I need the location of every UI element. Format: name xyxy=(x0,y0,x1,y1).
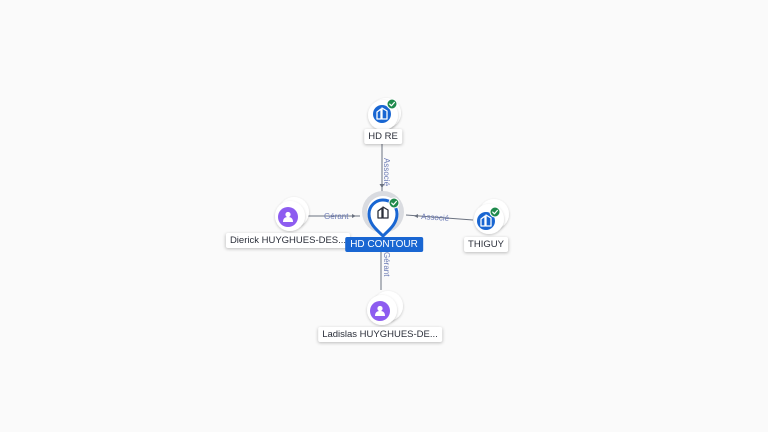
edge-label-thiguy: Associé xyxy=(421,212,450,223)
node-label-hd-re[interactable]: HD RE xyxy=(364,129,402,144)
edge-dierick[interactable]: Gérant xyxy=(306,212,360,221)
verified-check-icon xyxy=(386,98,398,110)
edge-hd-re[interactable]: Associé xyxy=(379,144,392,192)
node-label-dierick[interactable]: Dierick HUYGHUES-DES... xyxy=(225,233,351,248)
edge-thiguy[interactable]: Associé xyxy=(405,212,474,223)
node-label-thiguy[interactable]: THIGUY xyxy=(464,237,508,252)
verified-check-icon xyxy=(388,197,400,209)
edge-label-hd-re: Associé xyxy=(382,158,391,187)
node-dierick[interactable] xyxy=(275,197,309,231)
node-hd-contour[interactable] xyxy=(362,191,404,239)
node-hd-re[interactable] xyxy=(368,98,401,130)
node-thiguy[interactable] xyxy=(474,199,509,234)
edge-label-dierick: Gérant xyxy=(324,212,349,221)
node-label-ladislas[interactable]: Ladislas HUYGHUES-DE... xyxy=(318,327,442,342)
node-ladislas[interactable] xyxy=(367,291,403,325)
node-label-hd-contour[interactable]: HD CONTOUR xyxy=(345,237,423,252)
edge-label-ladislas: Gérant xyxy=(382,252,391,277)
verified-check-icon xyxy=(489,206,501,218)
